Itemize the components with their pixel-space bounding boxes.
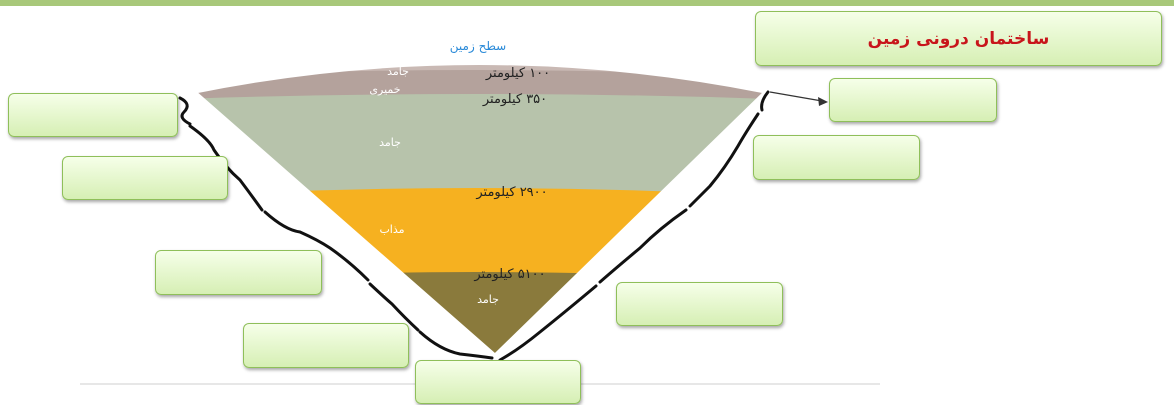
depth-2900: ۲۹۰۰ کیلومتر	[475, 185, 547, 200]
layer-label-outer-core: مذاب	[379, 223, 404, 236]
layer-label-crust: جامد	[387, 65, 409, 78]
surface-label: سطح زمین	[450, 39, 506, 54]
layer-label-inner-core: جامد	[477, 293, 499, 306]
top-accent-bar	[0, 0, 1174, 6]
answer-box-inner-core[interactable]	[243, 323, 409, 368]
pointer-line	[769, 91, 823, 102]
wedge-outline	[191, 62, 769, 358]
layer-label-asthenosphere: خمیری	[369, 83, 400, 96]
right-braces	[498, 90, 770, 362]
answer-box-crust[interactable]	[8, 93, 178, 137]
answer-box-core[interactable]	[616, 282, 783, 326]
depth-350: ۳۵۰ کیلومتر	[482, 92, 547, 107]
page-title: ساختمان درونی زمین	[867, 28, 1050, 49]
arrow-head	[818, 97, 828, 106]
answer-box-outer-core[interactable]	[155, 250, 322, 295]
depth-5100: ۵۱۰۰ کیلومتر	[473, 267, 545, 282]
answer-box-lithosphere[interactable]	[829, 78, 997, 122]
answer-box-mantle[interactable]	[753, 135, 920, 180]
title-box: ساختمان درونی زمین	[755, 11, 1162, 66]
answer-box-center[interactable]	[415, 360, 581, 404]
layer-mantle	[195, 94, 765, 200]
answer-box-upper-mantle[interactable]	[62, 156, 228, 200]
depth-100: ۱۰۰ کیلومتر	[485, 66, 550, 81]
layer-label-mantle: جامد	[379, 136, 401, 149]
